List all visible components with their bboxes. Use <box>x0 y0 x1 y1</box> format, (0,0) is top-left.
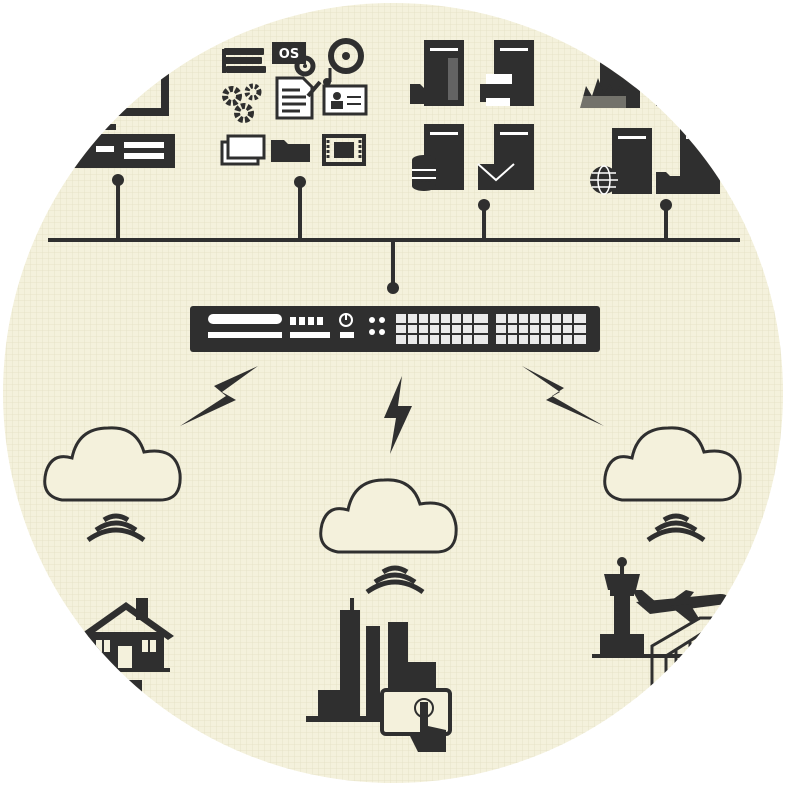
network-bus <box>48 180 740 288</box>
wifi-signal-icon <box>86 513 146 543</box>
bus-nodes <box>112 174 672 294</box>
desktop-computer-icon <box>16 46 175 168</box>
server-web-icon <box>590 128 652 195</box>
cloud-icon <box>319 478 458 554</box>
airplane-icon <box>632 590 728 622</box>
lightning-icon <box>384 376 412 454</box>
background-disc <box>3 3 783 783</box>
server-folder-icon <box>410 40 464 106</box>
server-printer-icon <box>480 40 534 106</box>
id-card-icon <box>322 84 368 116</box>
music-cd-icon <box>323 38 364 86</box>
gears-icon <box>222 83 262 123</box>
server-mail-icon <box>477 124 534 190</box>
folder-icon <box>271 140 310 162</box>
touchscreen-hand-icon <box>380 688 452 752</box>
text-document-icon <box>275 76 322 120</box>
os-badge-label: OS <box>279 47 299 62</box>
server-database-icon <box>412 124 464 191</box>
os-settings-icon: OS <box>272 42 316 77</box>
windows-icon <box>220 134 266 166</box>
wifi-signal-icon <box>646 513 706 543</box>
rack-network-switch-icon <box>190 306 600 352</box>
documents-stack-icon <box>222 48 266 73</box>
cloud-icon <box>603 426 742 502</box>
cloud-icon <box>43 426 182 502</box>
wifi-signal-icon <box>365 565 425 595</box>
film-strip-icon <box>322 134 366 166</box>
